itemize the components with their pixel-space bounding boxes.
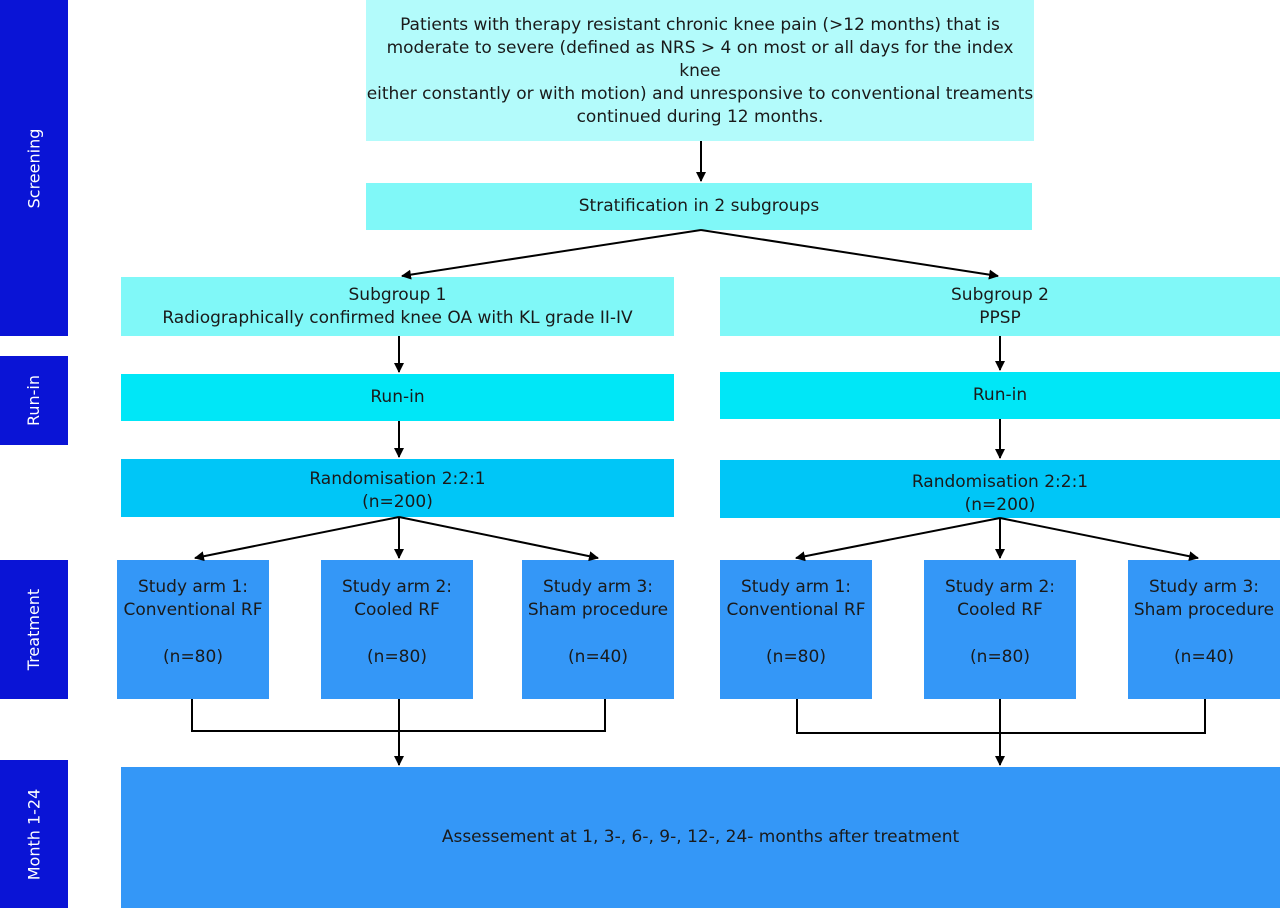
subgroup-1-title: Subgroup 1 xyxy=(348,284,447,305)
subgroup-1-box: Subgroup 1 Radiographically confirmed kn… xyxy=(121,277,674,336)
arm-2-left-subtitle: Cooled RF xyxy=(354,600,440,620)
inclusion-line-3: either constantly or with motion) and un… xyxy=(366,84,1034,104)
arm-1-right-title: Study arm 1: xyxy=(740,577,852,597)
randomisation-label-left: Randomisation 2:2:1 xyxy=(309,469,486,489)
arm-3-left-n: (n=40) xyxy=(568,647,628,667)
inclusion-line-2: moderate to severe (defined as NRS > 4 o… xyxy=(386,38,1014,81)
randomisation-n-left: (n=200) xyxy=(362,492,433,512)
phase-month: Month 1-24 xyxy=(0,760,68,908)
phase-runin: Run-in xyxy=(0,356,68,445)
arrow-rand-right-to-arm1 xyxy=(795,517,1001,562)
arm-2-right: Study arm 2: Cooled RF (n=80) xyxy=(924,560,1076,699)
assessment-box: Assessement at 1, 3-, 6-, 9-, 12-, 24- m… xyxy=(121,767,1280,908)
randomisation-box-right: Randomisation 2:2:1 (n=200) xyxy=(720,460,1280,518)
arm-1-left-title: Study arm 1: xyxy=(137,577,249,597)
inclusion-criteria-box: Patients with therapy resistant chronic … xyxy=(366,0,1034,141)
arm-3-left: Study arm 3: Sham procedure (n=40) xyxy=(522,560,674,699)
inclusion-line-4: continued during 12 months. xyxy=(576,107,824,127)
arm-2-left-n: (n=80) xyxy=(367,647,427,667)
arrow-rand-right-to-arm3 xyxy=(999,517,1199,562)
arrow-rand-left-to-arm3 xyxy=(398,516,599,562)
runin-label-left: Run-in xyxy=(370,387,425,407)
phase-screening: Screening xyxy=(0,0,68,336)
subgroup-2-box: Subgroup 2 PPSP xyxy=(720,277,1280,336)
arrow-strat-to-sub1 xyxy=(401,229,702,280)
inclusion-line-1: Patients with therapy resistant chronic … xyxy=(400,15,1000,35)
arm-3-right-subtitle: Sham procedure xyxy=(1133,600,1275,620)
stratification-label: Stratification in 2 subgroups xyxy=(578,196,820,216)
subgroup-1-desc: Radiographically confirmed knee OA with … xyxy=(162,307,633,328)
randomisation-label-right: Randomisation 2:2:1 xyxy=(911,472,1089,492)
arm-3-left-title: Study arm 3: xyxy=(542,577,654,597)
randomisation-box-left: Randomisation 2:2:1 (n=200) xyxy=(121,459,674,517)
randomisation-n-right: (n=200) xyxy=(964,495,1036,515)
arm-1-left-subtitle: Conventional RF xyxy=(123,600,263,620)
arm-2-left: Study arm 2: Cooled RF (n=80) xyxy=(321,560,473,699)
phase-treatment: Treatment xyxy=(0,560,68,699)
arm-1-right-n: (n=80) xyxy=(766,647,826,667)
arm-3-right-title: Study arm 3: xyxy=(1148,577,1260,597)
assessment-label: Assessement at 1, 3-, 6-, 9-, 12-, 24- m… xyxy=(441,827,960,847)
arrow-rand-left-to-arm1 xyxy=(194,516,400,562)
arm-3-left-subtitle: Sham procedure xyxy=(527,600,669,620)
runin-label-right: Run-in xyxy=(972,385,1028,405)
arm-1-right-subtitle: Conventional RF xyxy=(726,600,866,620)
arm-1-left-n: (n=80) xyxy=(163,647,223,667)
runin-box-right: Run-in xyxy=(720,372,1280,419)
arm-2-right-n: (n=80) xyxy=(970,647,1030,667)
subgroup-2-desc: PPSP xyxy=(979,307,1021,328)
arrow-strat-to-sub2 xyxy=(700,229,999,280)
arm-1-left: Study arm 1: Conventional RF (n=80) xyxy=(117,560,269,699)
runin-box-left: Run-in xyxy=(121,374,674,421)
stratification-box: Stratification in 2 subgroups xyxy=(366,183,1032,230)
arm-2-right-title: Study arm 2: xyxy=(944,577,1056,597)
arm-3-right-n: (n=40) xyxy=(1174,647,1234,667)
arm-1-right: Study arm 1: Conventional RF (n=80) xyxy=(720,560,872,699)
arm-3-right: Study arm 3: Sham procedure (n=40) xyxy=(1128,560,1280,699)
arm-2-right-subtitle: Cooled RF xyxy=(957,600,1043,620)
arm-2-left-title: Study arm 2: xyxy=(341,577,453,597)
subgroup-2-title: Subgroup 2 xyxy=(951,284,1049,305)
